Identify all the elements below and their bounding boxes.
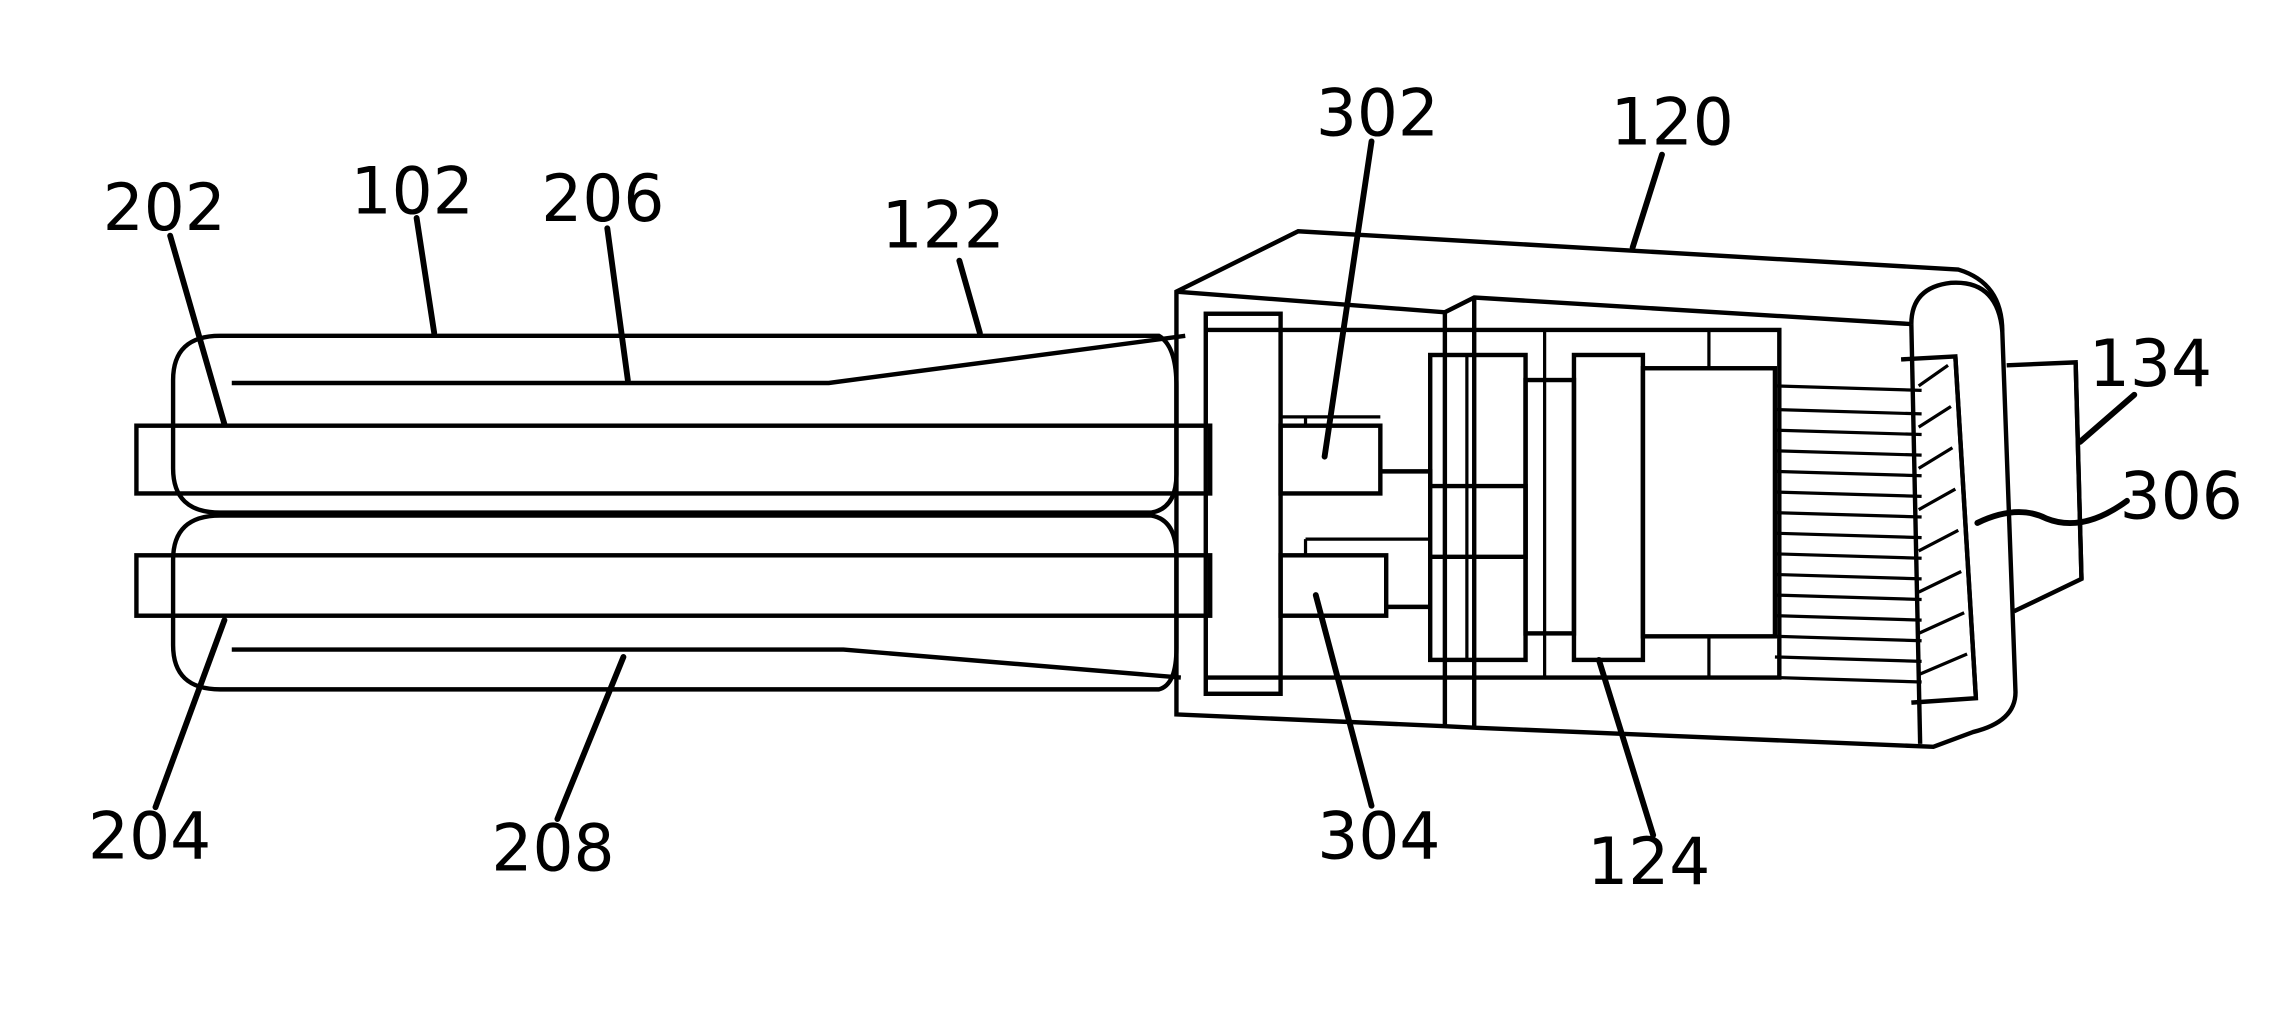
ferrule-304 xyxy=(1281,555,1387,615)
boot-134 xyxy=(2007,362,2082,611)
label-102: 102 xyxy=(351,154,474,229)
fiber-tubes xyxy=(136,426,1210,616)
conductor-208 xyxy=(232,650,1181,678)
conductor-206 xyxy=(232,336,1185,383)
label-120: 120 xyxy=(1611,85,1734,160)
cable-jacket xyxy=(173,336,1176,690)
leader-302 xyxy=(1325,141,1372,456)
contacts xyxy=(1775,386,1922,682)
leader-204 xyxy=(155,620,224,807)
leader-102 xyxy=(417,218,435,333)
label-124: 124 xyxy=(1587,825,1710,900)
internal-parts xyxy=(1206,314,1780,694)
label-306: 306 xyxy=(2120,459,2243,534)
leader-122 xyxy=(959,261,980,333)
reference-labels: 202 102 206 122 302 120 134 306 204 208 … xyxy=(88,76,2243,899)
label-134: 134 xyxy=(2089,327,2212,402)
label-304: 304 xyxy=(1317,800,1440,875)
inner-conductors xyxy=(232,336,1185,678)
label-204: 204 xyxy=(88,800,211,875)
leader-124 xyxy=(1599,660,1653,835)
tube-204 xyxy=(136,555,1210,615)
contact-block xyxy=(1643,368,1775,636)
leader-206 xyxy=(607,228,628,380)
leader-lines xyxy=(155,141,2134,835)
label-206: 206 xyxy=(541,162,664,237)
leader-120 xyxy=(1633,155,1662,248)
leader-306 xyxy=(1977,501,2127,523)
leader-208 xyxy=(557,657,623,819)
leader-202 xyxy=(170,236,224,425)
block-124-outer xyxy=(1574,355,1643,660)
label-202: 202 xyxy=(103,171,226,246)
tube-202 xyxy=(136,426,1210,494)
connector-housing xyxy=(1176,231,2015,747)
clamp-plate xyxy=(1206,314,1281,694)
block-124 xyxy=(1526,380,1574,633)
label-302: 302 xyxy=(1316,76,1439,151)
label-208: 208 xyxy=(491,811,614,886)
housing-outline xyxy=(1176,231,2015,747)
leader-304 xyxy=(1316,595,1372,806)
label-122: 122 xyxy=(882,188,1005,263)
